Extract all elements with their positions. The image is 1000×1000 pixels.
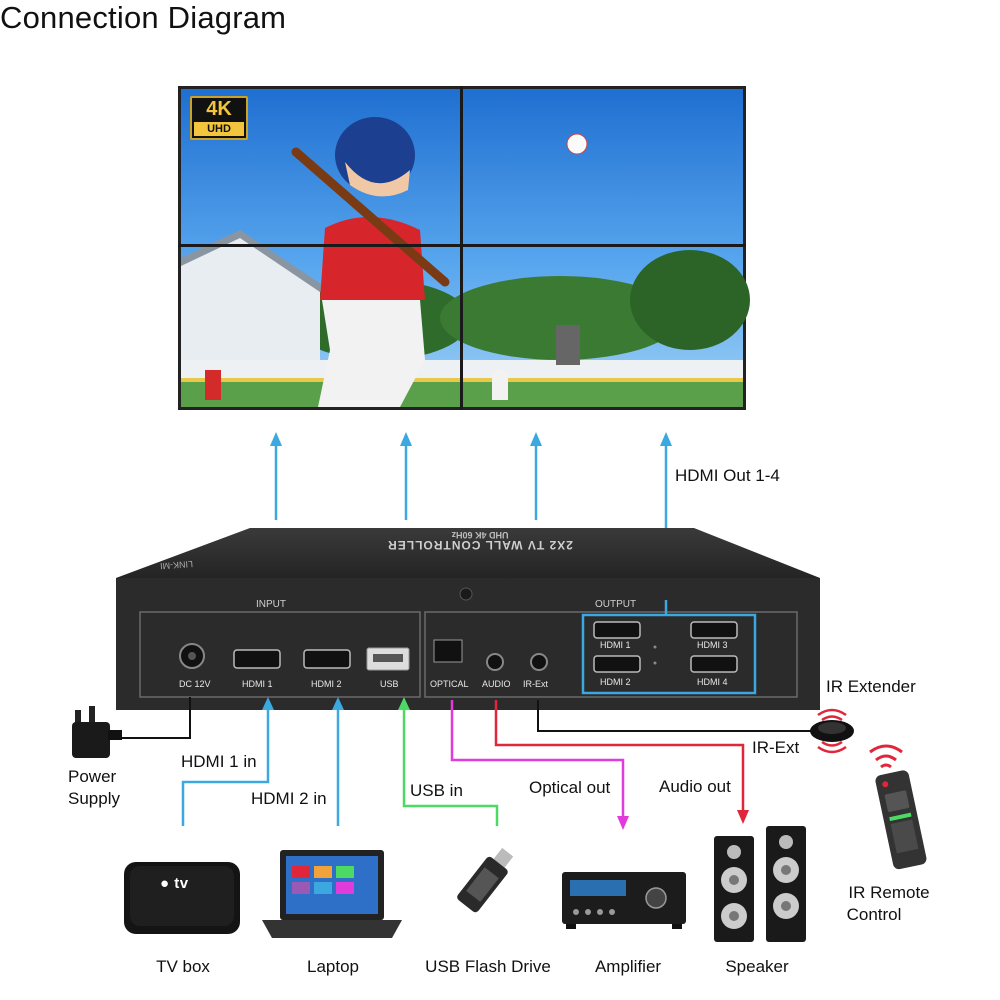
ir-ext-label: IR-Ext xyxy=(752,738,800,757)
speakers xyxy=(714,826,806,942)
usb-flash-drive xyxy=(457,847,514,913)
tv-logo-text: tv xyxy=(174,875,189,892)
port-irext-label: IR-Ext xyxy=(523,679,549,689)
hdmi-out-label: HDMI Out 1-4 xyxy=(675,466,780,485)
port-dc-label: DC 12V xyxy=(179,679,211,689)
port-out2-label: HDMI 2 xyxy=(600,677,631,687)
ir-remote-label-line2: Control xyxy=(846,905,902,924)
4k-uhd-badge: 4K UHD xyxy=(190,96,248,140)
usb-in-label: USB in xyxy=(410,781,463,800)
power-supply xyxy=(72,706,122,758)
speaker-label: Speaker xyxy=(725,957,789,976)
video-wall xyxy=(178,86,750,410)
port-out1-label: HDMI 1 xyxy=(600,640,631,650)
badge-4k-text: 4K xyxy=(206,98,232,120)
optical-out-label: Optical out xyxy=(529,778,611,797)
port-out4-label: HDMI 4 xyxy=(697,677,728,687)
laptop-label: Laptop xyxy=(307,957,359,976)
ir-extender xyxy=(810,708,854,754)
power-supply-label-line2: Supply xyxy=(68,789,120,808)
badge-uhd-text: UHD xyxy=(194,122,244,136)
power-supply-label-line1: Power xyxy=(68,767,117,786)
port-hdmi1-label: HDMI 1 xyxy=(242,679,273,689)
hdmi1-in-label: HDMI 1 in xyxy=(181,752,257,771)
apple-icon: ● xyxy=(160,875,170,892)
audio-out-label: Audio out xyxy=(659,777,731,796)
tv-box-logo: ● tv xyxy=(160,875,189,892)
port-hdmi2-label: HDMI 2 xyxy=(311,679,342,689)
ir-remote xyxy=(869,744,927,870)
output-section-label: OUTPUT xyxy=(592,599,640,610)
amplifier xyxy=(562,872,686,929)
device-model-line2: UHD 4K 60Hz xyxy=(451,530,509,540)
cables xyxy=(118,697,820,830)
device-model-line1: 2X2 TV WALL CONTROLLER xyxy=(387,538,573,552)
ir-remote-label-line1: IR Remote xyxy=(848,883,930,902)
ir-extender-label: IR Extender xyxy=(826,677,916,696)
port-usb-label: USB xyxy=(380,679,399,689)
wall-controller xyxy=(116,528,820,710)
input-section-label: INPUT xyxy=(253,599,289,610)
laptop xyxy=(262,850,402,938)
amplifier-label: Amplifier xyxy=(594,957,662,976)
tv-box-label: TV box xyxy=(156,957,210,976)
port-out3-label: HDMI 3 xyxy=(697,640,728,650)
hdmi2-in-label: HDMI 2 in xyxy=(251,789,327,808)
page-title: Connection Diagram xyxy=(0,0,287,35)
usb-drive-label: USB Flash Drive xyxy=(425,957,551,976)
port-audio-label: AUDIO xyxy=(482,679,511,689)
port-optical-label: OPTICAL xyxy=(430,679,469,689)
tv-box xyxy=(124,862,240,934)
